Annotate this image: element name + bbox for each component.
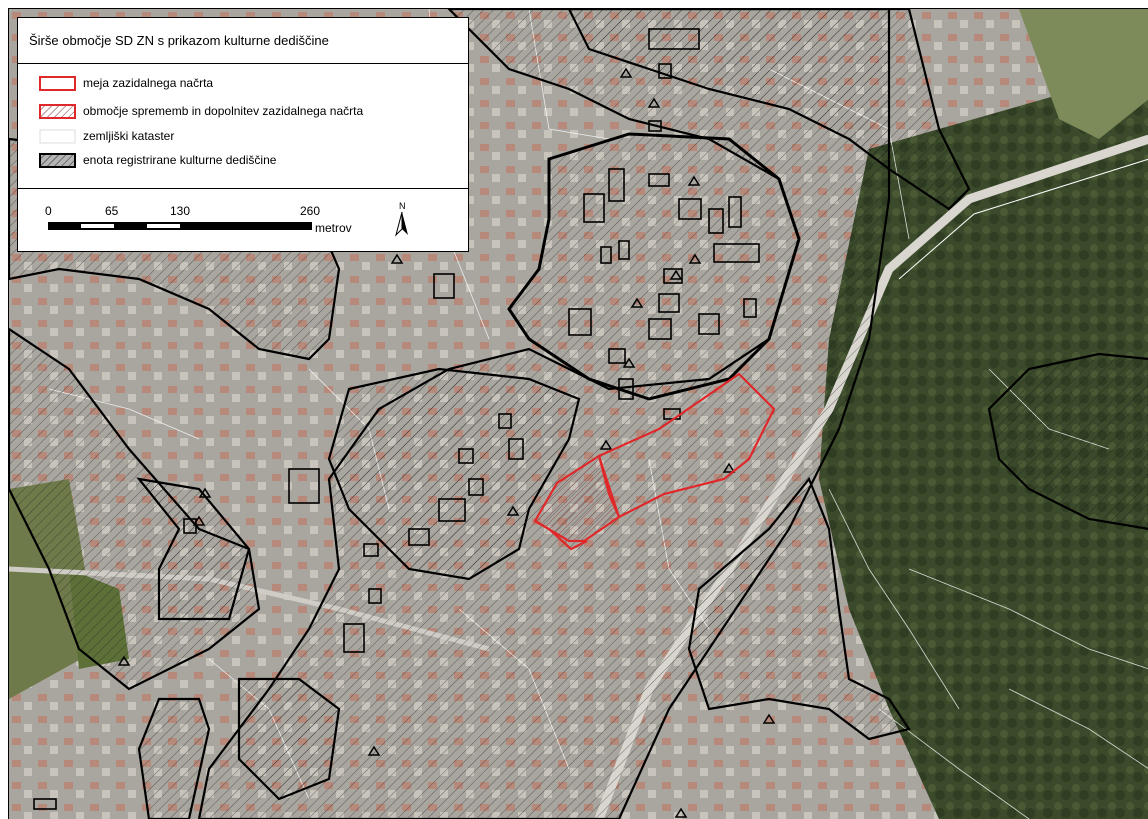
scale-tick-label: 0 — [45, 204, 52, 218]
heritage-hatched-swatch-icon — [39, 152, 76, 168]
legend-item-label: zemljiški kataster — [83, 129, 175, 143]
heritage-unit-south — [237, 677, 341, 801]
ortho-field-area — [1019, 9, 1148, 139]
north-label: N — [399, 201, 406, 211]
legend-item-cadastre: zemljiški kataster — [39, 127, 174, 145]
heritage-points — [117, 67, 776, 818]
legend-item-label: območje sprememb in dopolnitev zazidalne… — [83, 104, 364, 118]
heritage-unit-southeast — [687, 476, 911, 741]
legend-divider — [18, 63, 468, 64]
heritage-unit-east-hill — [987, 352, 1148, 530]
map-legend: Širše območje SD ZN s prikazom kulturne … — [17, 17, 469, 252]
scale-unit: metrov — [315, 221, 352, 235]
legend-title: Širše območje SD ZN s prikazom kulturne … — [29, 33, 329, 48]
legend-divider — [18, 188, 468, 189]
heritage-unit-southwest — [137, 697, 211, 819]
red-hatched-swatch-icon — [39, 103, 76, 119]
heritage-unit-chapel — [136, 477, 251, 621]
heritage-unit-west-village — [327, 367, 581, 581]
heritage-buildings — [33, 28, 760, 810]
north-arrow-icon — [395, 211, 408, 237]
heritage-unit-castle-hill — [507, 132, 801, 401]
legend-item-label: meja zazidalnega načrta — [83, 76, 214, 90]
zn-change-area — [533, 454, 621, 543]
scale-tick-label: 65 — [105, 204, 119, 218]
zn-boundary-south — [534, 520, 588, 551]
legend-item-zn-boundary: meja zazidalnega načrta — [39, 74, 213, 92]
red-outline-swatch-icon — [39, 75, 76, 91]
legend-item-label: enota registrirane kulturne dediščine — [83, 153, 277, 167]
legend-item-heritage: enota registrirane kulturne dediščine — [39, 151, 276, 169]
scale-tick-label: 260 — [300, 204, 321, 218]
cadastre-swatch-icon — [39, 129, 76, 144]
map-frame: Širše območje SD ZN s prikazom kulturne … — [8, 8, 1148, 819]
road-cadastre-line — [898, 158, 1148, 280]
map-canvas[interactable] — [9, 9, 1148, 819]
scale-tick-label: 130 — [170, 204, 191, 218]
scale-bar — [48, 222, 312, 230]
legend-item-change-area: območje sprememb in dopolnitev zazidalne… — [39, 102, 363, 120]
zn-boundary — [597, 372, 776, 519]
heritage-unit-north — [567, 9, 971, 211]
